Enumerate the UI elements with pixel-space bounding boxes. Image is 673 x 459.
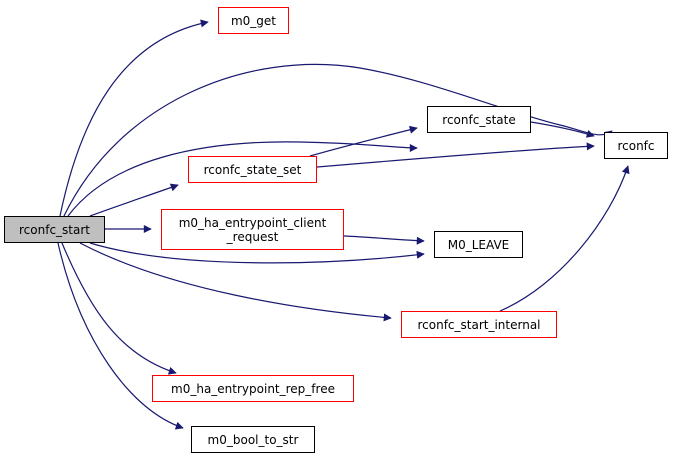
edge-rconfc_start-to-m0_ha_entrypoint_rep_free (61, 242, 177, 375)
edge-rconfc_state_set-to-rconfc_state (309, 125, 418, 157)
edge-rconfc_start-to-m0_get (59, 19, 209, 217)
node-m0_ha_entrypoint_client_request[interactable]: m0_ha_entrypoint_client _request (161, 209, 344, 250)
node-m0_get[interactable]: m0_get (218, 7, 289, 34)
edge-rconfc_start-to-M0_LEAVE (89, 242, 425, 264)
edge-m0_ha_entrypoint_client_request-to-M0_LEAVE (343, 235, 425, 245)
node-rconfc_state_set[interactable]: rconfc_state_set (188, 156, 317, 183)
node-rconfc_start: rconfc_start (4, 216, 105, 243)
node-M0_LEAVE[interactable]: M0_LEAVE (434, 231, 523, 258)
edge-rconfc_start-to-m0_bool_to_str (57, 242, 184, 430)
node-m0_ha_entrypoint_rep_free[interactable]: m0_ha_entrypoint_rep_free (152, 375, 354, 402)
node-rconfc[interactable]: rconfc (604, 132, 668, 159)
edge-rconfc_state-to-rconfc (530, 121, 595, 138)
edge-rconfc_start-to-rconfc_state_set (89, 183, 179, 217)
edge-rconfc_start_internal-to-rconfc (499, 165, 630, 312)
edge-rconfc_start-to-rconfc (63, 63, 613, 217)
node-rconfc_start_internal[interactable]: rconfc_start_internal (401, 311, 557, 338)
edge-rconfc_state_set-to-rconfc (316, 142, 595, 168)
node-rconfc_state[interactable]: rconfc_state (427, 106, 531, 133)
edge-rconfc_start-to-rconfc_start_internal (79, 242, 392, 322)
node-m0_bool_to_str[interactable]: m0_bool_to_str (191, 426, 315, 453)
edge-rconfc_start-to-rconfc_state (67, 141, 418, 217)
